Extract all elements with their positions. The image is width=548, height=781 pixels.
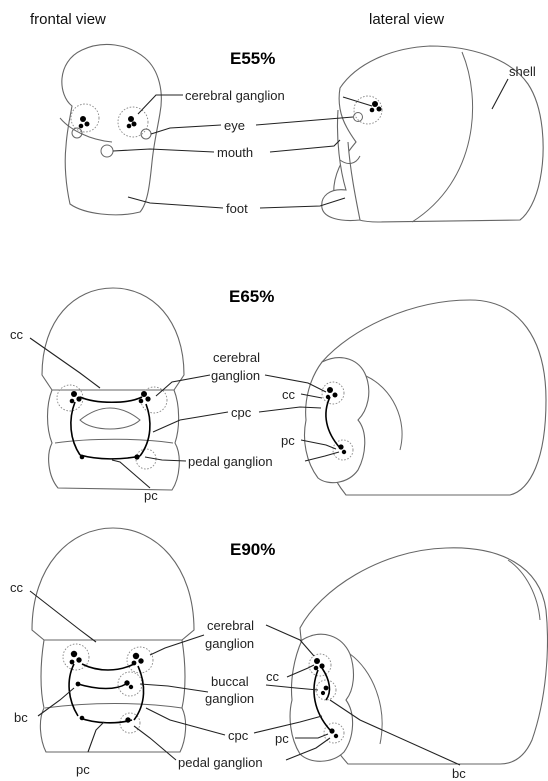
e90-lateral-body xyxy=(290,634,353,761)
stage-title-e65: E65% xyxy=(229,287,274,306)
e90-label-ganglion: ganglion xyxy=(205,636,254,651)
e90-label-pedal-ganglion: pedal ganglion xyxy=(178,755,263,770)
stage-e65: E65% xyxy=(10,287,546,503)
e90-label-pc-frontal: pc xyxy=(76,762,90,777)
e55-label-foot: foot xyxy=(226,201,248,216)
e65-label-cpc: cpc xyxy=(231,405,252,420)
e55-label-eye: eye xyxy=(224,118,245,133)
e55-leader-mouth-right xyxy=(270,140,340,152)
e55-label-mouth: mouth xyxy=(217,145,253,160)
stage-e55: E55% xyxy=(60,44,543,222)
e55-frontal-embryo xyxy=(60,44,161,214)
e65-frontal-body xyxy=(48,390,180,490)
e90-label-cc: cc xyxy=(10,580,24,595)
stage-title-e55: E55% xyxy=(230,49,275,68)
e90-label-bc-frontal: bc xyxy=(14,710,28,725)
e90-label-cerebral: cerebral xyxy=(207,618,254,633)
e90-frontal-embryo xyxy=(32,528,194,752)
e65-label-cc: cc xyxy=(10,327,24,342)
e90-label-pc-lateral: pc xyxy=(275,731,289,746)
e65-label-cerebral: cerebral xyxy=(213,350,260,365)
frontal-view-header: frontal view xyxy=(30,11,106,28)
e55-leader-eye-left xyxy=(151,125,221,134)
e65-label-pc-lateral: pc xyxy=(281,433,295,448)
stage-e90: E90% xyxy=(10,528,547,781)
e90-label-buccal-ganglion: ganglion xyxy=(205,691,254,706)
stage-title-e90: E90% xyxy=(230,540,275,559)
e55-label-shell: shell xyxy=(509,64,536,79)
e65-frontal-shell xyxy=(42,288,184,390)
e65-lateral-embryo xyxy=(305,300,547,495)
e90-label-cc-lateral: cc xyxy=(266,669,280,684)
e65-label-ganglion: ganglion xyxy=(211,368,260,383)
e90-frontal-shell xyxy=(32,528,194,640)
e90-lateral-embryo xyxy=(290,548,547,764)
e55-label-cerebral-ganglion: cerebral ganglion xyxy=(185,88,285,103)
e90-label-buccal: buccal xyxy=(211,674,249,689)
e90-label-bc-lateral: bc xyxy=(452,766,466,781)
e90-frontal-body xyxy=(40,640,185,752)
e90-label-cpc: cpc xyxy=(228,728,249,743)
e65-label-pedal-ganglion: pedal ganglion xyxy=(188,454,273,469)
e65-label-cc-lateral: cc xyxy=(282,387,296,402)
lateral-view-header: lateral view xyxy=(369,11,444,28)
e65-label-pc-frontal: pc xyxy=(144,488,158,503)
